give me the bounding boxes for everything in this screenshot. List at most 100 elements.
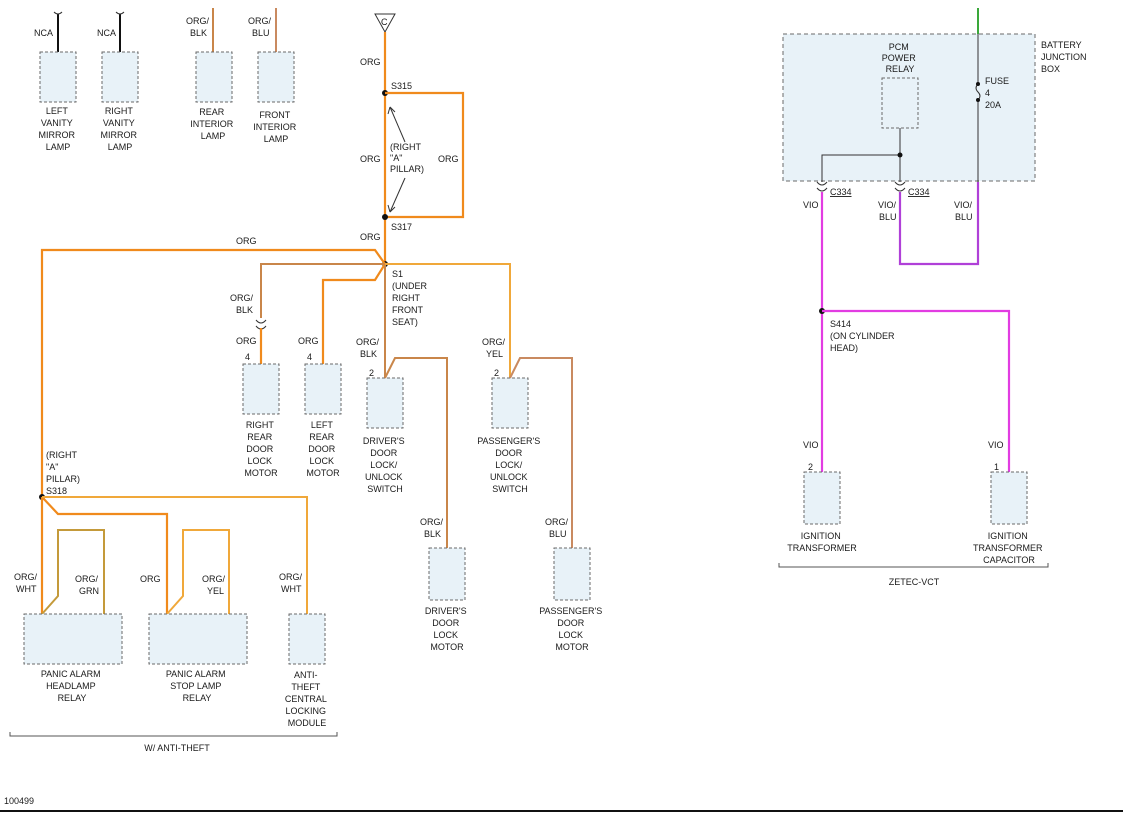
front-interior-lamp-group: ORG/ BLU FRONT INTERIOR LAMP: [248, 8, 299, 144]
label-orgwht-h-2: WHT: [16, 584, 37, 594]
pin-ps: 2: [494, 368, 499, 378]
label-orggrn-h-2: GRN: [79, 586, 99, 596]
label-orgblk-dm-2: BLK: [424, 529, 441, 539]
panic-alarm-stop-lamp-relay[interactable]: [148, 613, 248, 665]
connector-c334-b: [894, 181, 906, 192]
label-orgyel-ps-1: ORG/: [482, 337, 506, 347]
right-rear-door-lock-motor-group: ORG/ BLK ORG 4 RIGHT REAR DOOR LOCK MOTO…: [230, 263, 385, 478]
label-orgwht-h-1: ORG/: [14, 572, 38, 582]
label-orgblk-ds-2: BLK: [360, 349, 377, 359]
label-c: C: [381, 17, 388, 27]
ignition-transformer[interactable]: [803, 471, 841, 525]
wire-org-blu-pm: [509, 357, 573, 548]
label-vioblu-b-2: BLU: [955, 212, 973, 222]
ignition-transformer-capacitor[interactable]: [990, 471, 1028, 525]
fuse-label: FUSE 4 20A: [985, 76, 1012, 110]
label-org-s: ORG: [140, 574, 161, 584]
drivers-door-lock-unlock-switch[interactable]: [366, 377, 404, 429]
pin-ds: 2: [369, 368, 374, 378]
wire-org-to-s318: [40, 248, 386, 497]
wire-org-stoplamp: [41, 496, 169, 614]
label-orgyel-s-1: ORG/: [202, 574, 226, 584]
rear-interior-lamp[interactable]: [195, 51, 233, 103]
pcm-power-relay[interactable]: [881, 77, 919, 129]
label-orgblu-pm-1: ORG/: [545, 517, 569, 527]
label-org-a: ORG: [360, 57, 381, 67]
label-w-anti-theft: W/ ANTI-THEFT: [144, 743, 210, 753]
left-vanity-mirror-lamp-group: NCA LEFT VANITY MIRROR LAMP: [34, 11, 77, 152]
right-rear-door-lock-motor[interactable]: [242, 363, 280, 415]
label-org-lr: ORG: [298, 336, 319, 346]
left-rear-door-lock-motor-label: LEFT REAR DOOR LOCK MOTOR: [306, 420, 340, 478]
arrowhead-down: [387, 204, 396, 213]
wire-org-yel-ps: [385, 263, 511, 378]
front-interior-lamp[interactable]: [257, 51, 295, 103]
wire-org-yel-stoplamp: [166, 529, 230, 615]
wire-org-blk-dm: [384, 357, 448, 548]
label-s317: S317: [391, 222, 412, 232]
front-interior-lamp-label: FRONT INTERIOR LAMP: [253, 110, 299, 144]
right-vanity-mirror-lamp[interactable]: [101, 51, 139, 103]
drivers-door-lock-unlock-switch-label: DRIVER'S DOOR LOCK/ UNLOCK SWITCH: [363, 436, 407, 494]
label-right-a-pillar: (RIGHT "A" PILLAR): [390, 142, 424, 174]
connector-rr: [255, 319, 267, 330]
label-orgwht-a-2: WHT: [281, 584, 302, 594]
label-s414: S414 (ON CYLINDER HEAD): [830, 319, 897, 353]
label-orgyel-ps-2: YEL: [486, 349, 503, 359]
brace-anti-theft: [9, 732, 338, 737]
label-orgblk-rr-2: BLK: [236, 305, 253, 315]
label-s1: S1 (UNDER RIGHT FRONT SEAT): [392, 269, 430, 327]
splice-s317: [382, 214, 388, 220]
passengers-door-lock-motor[interactable]: [553, 547, 591, 601]
wire-org-wht-antitheft: [42, 496, 308, 614]
connector-c: [374, 13, 396, 34]
ignition-circuit: VIO VIO/ BLU VIO/ BLU S414 (ON CYLINDER …: [778, 182, 1049, 587]
label-c334-a: C334: [830, 187, 852, 197]
label-vio-1: VIO: [803, 200, 819, 210]
arrow-up: [389, 106, 406, 143]
passengers-door-lock-unlock-switch[interactable]: [491, 377, 529, 429]
pin-itc: 1: [994, 462, 999, 472]
label-vio-itc: VIO: [988, 440, 1004, 450]
label-right-a-pillar-s318: (RIGHT "A" PILLAR) S318: [46, 450, 83, 496]
brace-zetec: [778, 563, 1049, 568]
passengers-door-lock-motor-label: PASSENGER'S DOOR LOCK MOTOR: [539, 606, 605, 652]
wire-org-loop: [385, 91, 465, 219]
right-vanity-mirror-lamp-group: NCA RIGHT VANITY MIRROR LAMP: [97, 11, 139, 152]
right-vanity-mirror-lamp-label: RIGHT VANITY MIRROR LAMP: [100, 106, 139, 152]
label-nca-left: NCA: [34, 28, 53, 38]
fuse-4-symbol: [975, 83, 981, 101]
label-orgblk-ds-1: ORG/: [356, 337, 380, 347]
label-orgblk-dm-1: ORG/: [420, 517, 444, 527]
label-org-left: ORG: [360, 154, 381, 164]
label-org-rr: ORG: [236, 336, 257, 346]
anti-theft-central-locking-module-label: ANTI- THEFT CENTRAL LOCKING MODULE: [285, 670, 329, 728]
arrow-down: [389, 177, 406, 213]
pin-it: 2: [808, 462, 813, 472]
drivers-door-lock-motor[interactable]: [428, 547, 466, 601]
left-vanity-mirror-lamp[interactable]: [39, 51, 77, 103]
label-vioblu-a-1: VIO/: [878, 200, 897, 210]
label-c334-b: C334: [908, 187, 930, 197]
junction-relay: [897, 152, 903, 158]
ignition-transformer-capacitor-label: IGNITION TRANSFORMER CAPACITOR: [973, 531, 1045, 565]
label-org-main: ORG: [236, 236, 257, 246]
label-orgblu-pm-2: BLU: [549, 529, 567, 539]
left-rear-door-lock-motor[interactable]: [304, 363, 342, 415]
wire-org-blk-rr: [260, 263, 385, 318]
label-vio-it: VIO: [803, 440, 819, 450]
label-vioblu-b-1: VIO/: [954, 200, 973, 210]
passengers-door-lock-switch-group: ORG/ YEL 2 PASSENGER'S DOOR LOCK/ UNLOCK…: [385, 263, 605, 652]
drivers-door-lock-motor-label: DRIVER'S DOOR LOCK MOTOR: [425, 606, 469, 652]
label-orgyel-s-2: YEL: [207, 586, 224, 596]
ignition-transformer-label: IGNITION TRANSFORMER: [787, 531, 857, 553]
panic-alarm-stop-lamp-relay-label: PANIC ALARM STOP LAMP RELAY: [166, 669, 228, 703]
panic-alarm-headlamp-relay[interactable]: [23, 613, 123, 665]
anti-theft-central-locking-module[interactable]: [288, 613, 326, 665]
label-orgwht-a-1: ORG/: [279, 572, 303, 582]
label-org-b: ORG: [360, 232, 381, 242]
left-vanity-mirror-lamp-label: LEFT VANITY MIRROR LAMP: [38, 106, 77, 152]
wire-org-lr: [321, 263, 386, 364]
label-orgblu-1: ORG/: [248, 16, 272, 26]
pcm-power-relay-label: PCM POWER RELAY: [882, 42, 919, 74]
